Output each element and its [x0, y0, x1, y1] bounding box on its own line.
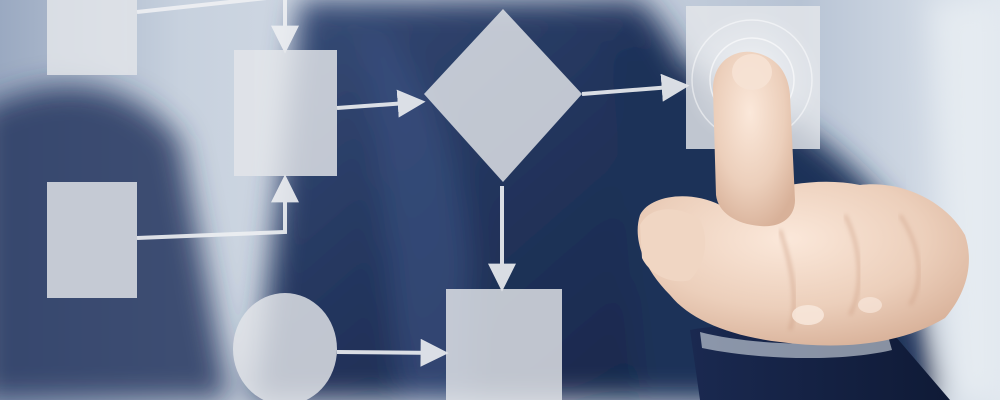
connector-top-left-out: [136, 0, 267, 14]
top-left-box: [47, 0, 137, 75]
decision-diamond: [424, 9, 582, 182]
arrow-circle-to-bottom-box: [336, 338, 449, 367]
flowchart-connectors: [136, 0, 690, 367]
start-circle: [233, 293, 337, 400]
bottom-box: [446, 289, 562, 400]
arrow-center-to-decision: [336, 89, 426, 118]
arrow-up-from-mid-left-box: [136, 174, 299, 240]
arrow-decision-to-touched-box: [581, 73, 690, 102]
shirt-cuff: [700, 332, 892, 359]
mid-left-box: [47, 182, 137, 298]
center-box: [234, 50, 337, 176]
pointing-hand: [637, 51, 969, 346]
